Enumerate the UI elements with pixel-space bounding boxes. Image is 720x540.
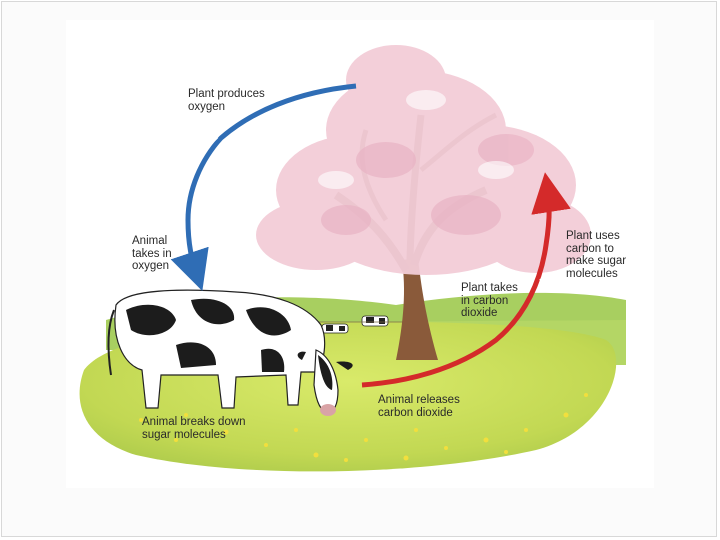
carbon-oxygen-cycle-diagram: Plant produces oxygen Animal takes in ox…	[66, 20, 654, 488]
carbon-arrow-gap	[542, 278, 548, 290]
label-animal-breaks-sugar: Animal breaks down sugar molecules	[142, 416, 246, 441]
label-animal-takes-oxygen: Animal takes in oxygen	[132, 235, 172, 273]
label-plant-uses-carbon: Plant uses carbon to make sugar molecule…	[566, 230, 626, 280]
label-plant-takes-co2: Plant takes in carbon dioxide	[461, 282, 518, 320]
label-plant-produces-oxygen: Plant produces oxygen	[188, 88, 265, 113]
label-animal-releases-co2: Animal releases carbon dioxide	[378, 394, 460, 419]
